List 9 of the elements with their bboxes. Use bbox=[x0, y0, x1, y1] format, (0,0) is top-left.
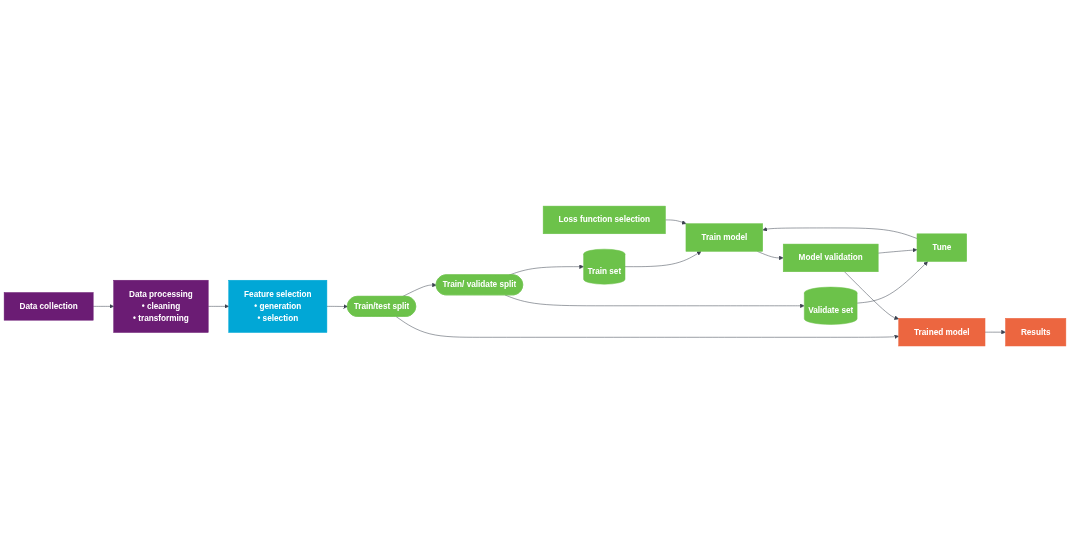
node-box: Tune bbox=[916, 233, 967, 262]
node-box: Loss function selection bbox=[542, 205, 666, 234]
node-box: Model validation bbox=[782, 243, 879, 272]
node-box: Trained model bbox=[898, 318, 986, 347]
node-box: Feature selection • generation • selection bbox=[228, 279, 328, 333]
node-box: Data processing • cleaning • transforming bbox=[113, 279, 209, 333]
node-box: Data collection bbox=[3, 292, 94, 321]
node-box: Results bbox=[1005, 318, 1067, 347]
node-box: Train model bbox=[685, 223, 763, 252]
